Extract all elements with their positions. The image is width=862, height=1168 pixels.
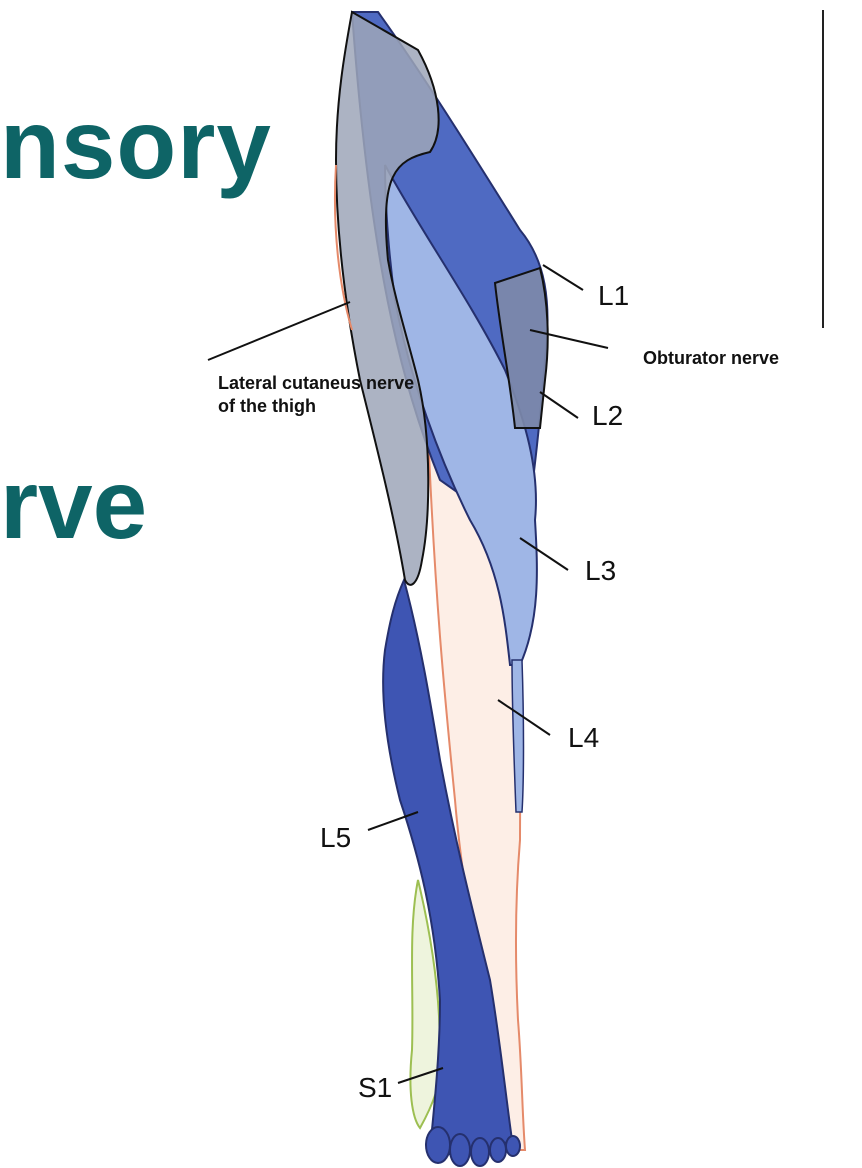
label-l2: L2 bbox=[592, 400, 623, 432]
label-l1: L1 bbox=[598, 280, 629, 312]
label-lateral-cutaneus-1: Lateral cutaneus nerve bbox=[218, 373, 414, 394]
label-obturator: Obturator nerve bbox=[643, 348, 779, 369]
label-s1: S1 bbox=[358, 1072, 392, 1104]
label-l5: L5 bbox=[320, 822, 351, 854]
label-lateral-cutaneus-2: of the thigh bbox=[218, 396, 316, 417]
label-l4: L4 bbox=[568, 722, 599, 754]
label-l3: L3 bbox=[585, 555, 616, 587]
